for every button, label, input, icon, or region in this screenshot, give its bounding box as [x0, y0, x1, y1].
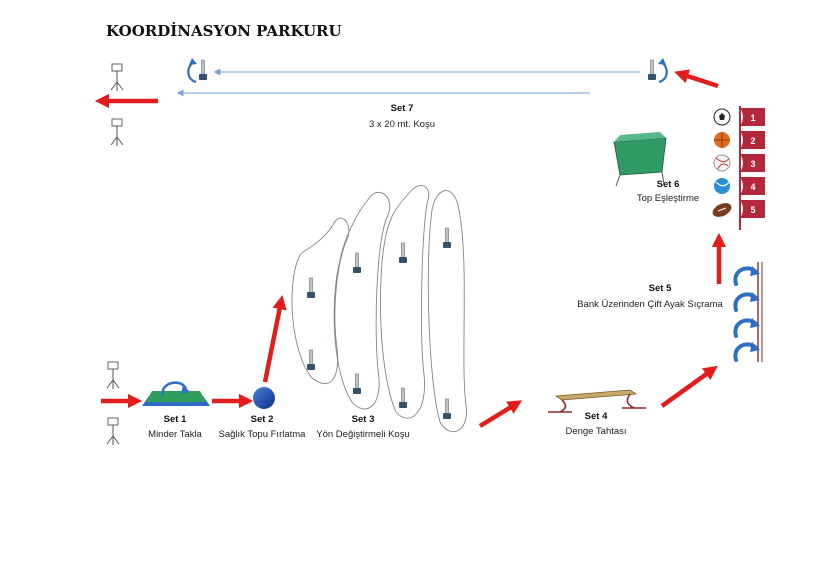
arrow-set3-to-set4 — [478, 400, 523, 428]
start-tripod-top — [106, 361, 120, 390]
set6-name: Set 6 — [657, 179, 680, 190]
finish-tripod-bottom — [110, 118, 124, 147]
page-title: KOORDİNASYON PARKURU — [106, 21, 342, 40]
arrow-set4-to-set5 — [660, 365, 718, 408]
handball-icon — [714, 178, 730, 194]
soccer-ball-icon — [713, 108, 731, 126]
set1-name: Set 1 — [164, 414, 187, 425]
set7-name: Set 7 — [391, 103, 414, 114]
set5-name: Set 5 — [649, 283, 672, 294]
medicine-ball-icon — [253, 387, 275, 409]
set7-start-cone — [187, 58, 208, 84]
flag-number-5: 5 — [750, 205, 755, 215]
set4-description: Denge Tahtası — [565, 426, 626, 437]
set1-description: Minder Takla — [148, 429, 202, 440]
set3-description: Yön Değiştirmeli Koşu — [316, 429, 409, 440]
flag-number-3: 3 — [750, 159, 755, 169]
set4-name: Set 4 — [585, 411, 608, 422]
set3-name: Set 3 — [352, 414, 375, 425]
start-tripod-bottom — [106, 417, 120, 446]
set1-mat — [142, 381, 210, 406]
set3-slalom-paths — [291, 185, 467, 433]
numbered-flags: 1 2 3 4 5 — [740, 108, 765, 218]
set6-ball-cart — [613, 132, 667, 187]
set2-description: Sağlık Topu Fırlatma — [219, 429, 307, 440]
flag-number-4: 4 — [750, 182, 755, 192]
flag-number-1: 1 — [750, 113, 755, 123]
flag-number-2: 2 — [750, 136, 755, 146]
set5-description: Bank Üzerinden Çift Ayak Sıçrama — [577, 299, 723, 310]
set2-name: Set 2 — [251, 414, 274, 425]
set7-description: 3 x 20 mt. Koşu — [369, 119, 435, 130]
set5-benches — [733, 262, 763, 362]
finish-tripod-top — [110, 63, 124, 92]
volleyball-icon — [713, 154, 731, 172]
arrow-set2-to-set3 — [262, 294, 287, 383]
american-football-icon — [712, 203, 732, 217]
arrow-set6-to-set7 — [674, 69, 719, 89]
set4-balance-beam — [548, 389, 646, 413]
basketball-icon — [714, 132, 730, 148]
set7-end-cone — [647, 58, 668, 84]
set6-description: Top Eşleştirme — [637, 193, 699, 204]
matching-balls — [712, 108, 732, 217]
